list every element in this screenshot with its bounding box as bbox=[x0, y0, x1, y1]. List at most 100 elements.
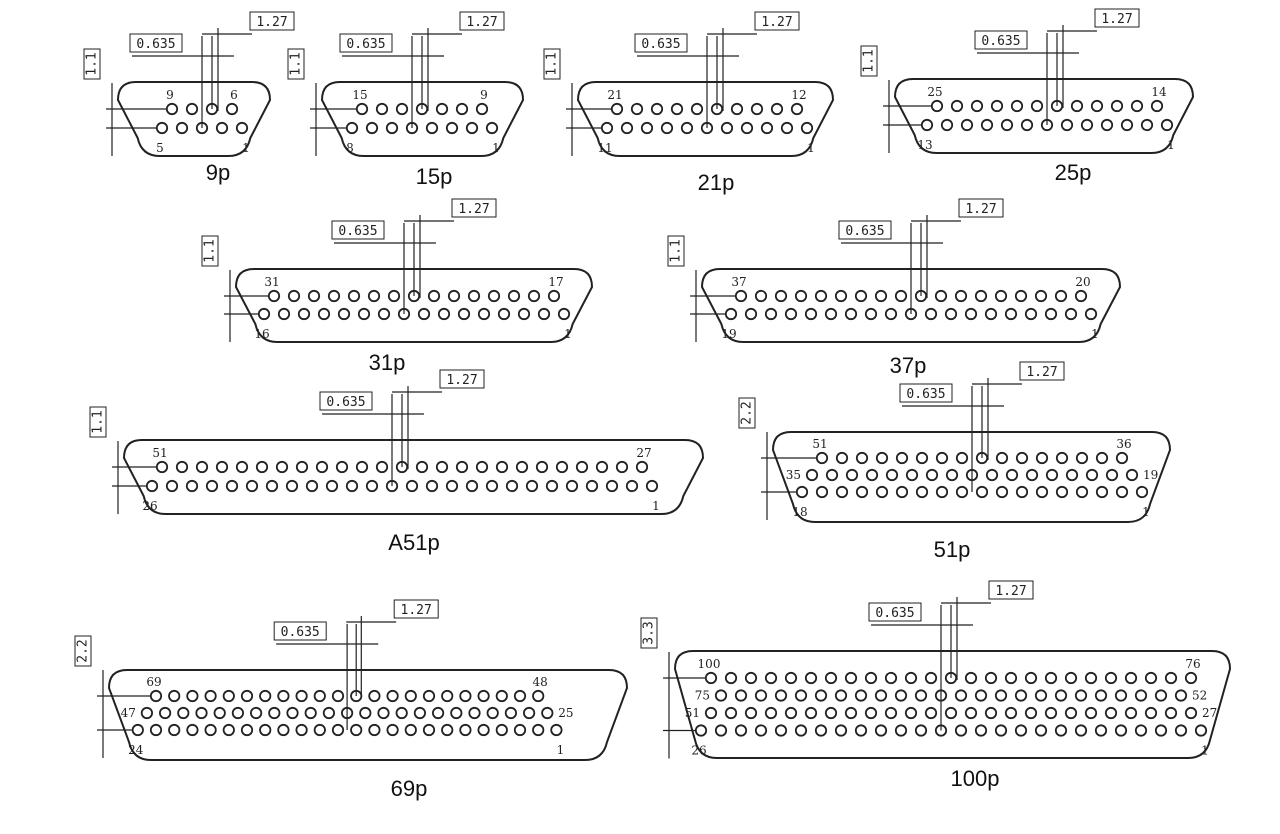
pin bbox=[475, 102, 489, 116]
pin bbox=[377, 307, 391, 321]
pin bbox=[1164, 706, 1178, 720]
pin bbox=[744, 706, 758, 720]
pin bbox=[441, 723, 454, 737]
pin-label-first: 15 bbox=[352, 88, 367, 102]
dim-box-half-pitch bbox=[331, 220, 385, 240]
pin bbox=[615, 460, 629, 474]
dim-label-row-spacing: 1.1 bbox=[91, 410, 106, 433]
pin bbox=[770, 102, 784, 116]
pin bbox=[386, 689, 399, 703]
pin bbox=[495, 723, 508, 737]
pin-label-first: 69 bbox=[146, 675, 161, 689]
pin bbox=[824, 307, 838, 321]
pin-label-first: 47 bbox=[121, 706, 136, 720]
pin bbox=[884, 307, 898, 321]
pin bbox=[231, 706, 244, 720]
pin-label-first: 5 bbox=[156, 141, 164, 155]
pin bbox=[875, 485, 889, 499]
connector-title: 25p bbox=[1055, 160, 1092, 185]
pin bbox=[441, 689, 454, 703]
pin bbox=[944, 307, 958, 321]
dim-label-pitch: 1.27 bbox=[965, 202, 996, 217]
pin bbox=[404, 723, 417, 737]
pin bbox=[1090, 99, 1104, 113]
pin bbox=[764, 706, 778, 720]
pin bbox=[1010, 99, 1024, 113]
pin bbox=[1055, 451, 1069, 465]
pin bbox=[375, 460, 389, 474]
pin bbox=[1075, 485, 1089, 499]
dim-box-row-spacing bbox=[640, 617, 658, 649]
pin bbox=[149, 689, 163, 703]
pin bbox=[640, 121, 654, 135]
pin bbox=[265, 479, 279, 493]
pin bbox=[327, 289, 341, 303]
pin bbox=[1045, 468, 1059, 482]
pin bbox=[487, 289, 501, 303]
pin bbox=[884, 706, 898, 720]
pin-label-last: 1 bbox=[1091, 327, 1099, 341]
pin bbox=[1064, 671, 1078, 685]
pin-label-last: 25 bbox=[558, 706, 573, 720]
pin bbox=[834, 689, 848, 702]
pin bbox=[413, 706, 426, 720]
pin bbox=[1094, 724, 1108, 737]
pin bbox=[175, 460, 189, 474]
pin bbox=[345, 479, 359, 493]
dim-box-row-spacing bbox=[667, 235, 685, 267]
pin bbox=[845, 468, 859, 482]
pin bbox=[1084, 706, 1098, 720]
pin bbox=[255, 460, 269, 474]
pin-label-first: 100 bbox=[698, 657, 721, 671]
pin-label-last: 48 bbox=[533, 675, 548, 689]
pin bbox=[159, 706, 172, 720]
pin bbox=[950, 99, 964, 113]
pin bbox=[404, 689, 417, 703]
pin bbox=[350, 723, 363, 737]
pin-label-first: 26 bbox=[691, 744, 706, 758]
pin-label-last: 27 bbox=[636, 446, 651, 460]
pin bbox=[964, 307, 978, 321]
pin bbox=[1055, 485, 1069, 499]
pin bbox=[517, 307, 531, 321]
dim-box-row-spacing bbox=[543, 48, 561, 80]
pin bbox=[635, 460, 649, 474]
pin bbox=[527, 289, 541, 303]
pin bbox=[1075, 451, 1089, 465]
pin bbox=[305, 479, 319, 493]
dim-label-half-pitch: 0.635 bbox=[845, 224, 884, 239]
pin bbox=[795, 485, 809, 499]
pin bbox=[525, 479, 539, 493]
pin bbox=[1060, 118, 1074, 132]
pin bbox=[734, 724, 748, 737]
dim-box-pitch bbox=[393, 599, 439, 619]
pin bbox=[335, 460, 349, 474]
pin bbox=[945, 468, 959, 482]
pin bbox=[864, 706, 878, 720]
pin bbox=[250, 706, 263, 720]
pin bbox=[774, 289, 788, 303]
pin bbox=[177, 706, 190, 720]
pin bbox=[680, 121, 694, 135]
pin-label-first: 51 bbox=[685, 706, 700, 720]
pin bbox=[365, 479, 379, 493]
pin bbox=[140, 706, 153, 720]
pin bbox=[935, 451, 949, 465]
pin bbox=[522, 706, 536, 720]
pin bbox=[368, 723, 381, 737]
pin bbox=[285, 479, 299, 493]
pin bbox=[497, 307, 511, 321]
pin bbox=[914, 724, 928, 737]
pin bbox=[855, 451, 869, 465]
pin bbox=[445, 121, 459, 135]
dim-box-half-pitch bbox=[634, 33, 688, 53]
pin-label-first: 8 bbox=[346, 141, 354, 155]
pin bbox=[467, 289, 481, 303]
pin bbox=[764, 671, 778, 685]
pin bbox=[814, 724, 828, 737]
pin bbox=[790, 102, 804, 116]
pin bbox=[325, 479, 339, 493]
